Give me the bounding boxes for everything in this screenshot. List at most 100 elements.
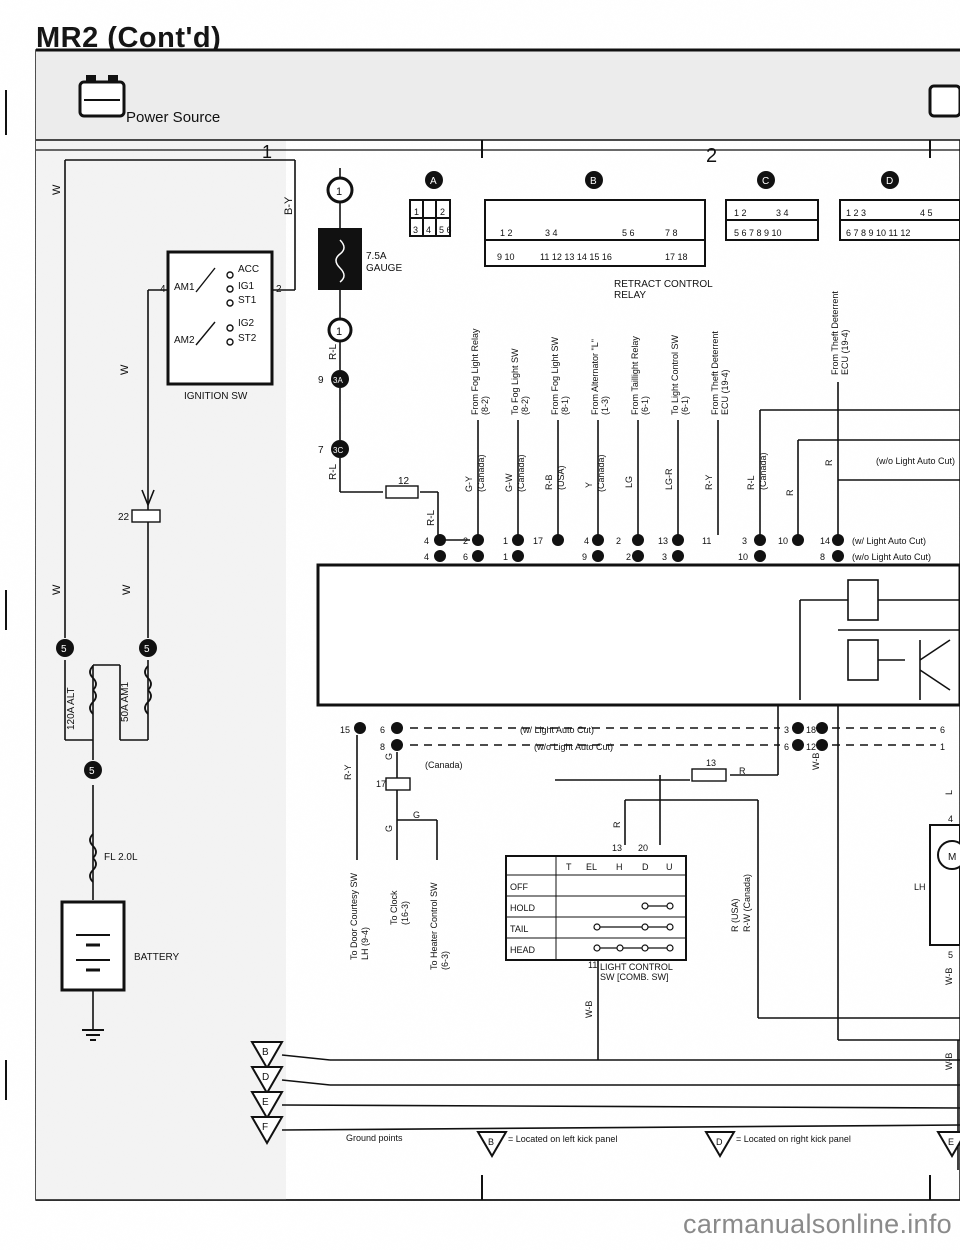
svg-text:(Canada): (Canada) bbox=[758, 452, 768, 490]
alt-link-label: 120A ALT bbox=[66, 687, 77, 730]
fl-fusible-link bbox=[89, 833, 97, 883]
connector-1-lower: 1 bbox=[327, 317, 353, 343]
connector-1-top: 1 bbox=[326, 176, 354, 204]
junction-connector-22 bbox=[131, 509, 161, 523]
svg-text:R-L: R-L bbox=[746, 475, 756, 490]
svg-text:D: D bbox=[262, 1072, 269, 1083]
svg-text:(Canada): (Canada) bbox=[476, 454, 486, 492]
svg-text:22: 22 bbox=[118, 512, 130, 523]
svg-text:Y: Y bbox=[584, 482, 594, 488]
svg-text:9: 9 bbox=[318, 375, 324, 386]
fuse-name: GAUGE bbox=[366, 263, 402, 274]
svg-text:8: 8 bbox=[380, 742, 385, 752]
svg-text:1 2 3: 1 2 3 bbox=[846, 208, 866, 218]
svg-text:1: 1 bbox=[336, 186, 342, 198]
battery-symbol bbox=[60, 900, 126, 992]
relay-title-line1: RETRACT CONTROL bbox=[614, 279, 713, 290]
svg-text:ECU (19-4): ECU (19-4) bbox=[720, 369, 730, 415]
bottom-destinations: To Door Courtesy SW LH (9-4) To Clock (1… bbox=[349, 872, 450, 970]
svg-text:4: 4 bbox=[426, 225, 431, 235]
switch-row-hold: HOLD bbox=[510, 903, 536, 913]
connector-housing-c bbox=[725, 199, 819, 241]
svg-text:17: 17 bbox=[533, 536, 543, 546]
am1-terminal-label: AM1 bbox=[174, 282, 195, 293]
svg-text:To Light Control SW: To Light Control SW bbox=[670, 334, 680, 415]
svg-text:14: 14 bbox=[820, 536, 830, 546]
svg-text:7 8: 7 8 bbox=[665, 228, 678, 238]
wire-color-w: W bbox=[51, 584, 63, 595]
svg-text:R-Y: R-Y bbox=[704, 475, 714, 491]
svg-text:B: B bbox=[590, 176, 597, 187]
svg-text:10: 10 bbox=[738, 552, 748, 562]
connector-3a: 3A bbox=[331, 370, 349, 388]
svg-text:W-B: W-B bbox=[811, 753, 821, 770]
svg-text:2: 2 bbox=[616, 536, 621, 546]
svg-text:From Alternator "L": From Alternator "L" bbox=[590, 339, 600, 415]
svg-text:R-W (Canada): R-W (Canada) bbox=[742, 874, 752, 932]
svg-text:3: 3 bbox=[662, 552, 667, 562]
switch-col-d: D bbox=[642, 862, 649, 872]
svg-text:10: 10 bbox=[778, 536, 788, 546]
svg-text:From Fog Light Relay: From Fog Light Relay bbox=[470, 328, 480, 415]
svg-text:12: 12 bbox=[806, 742, 816, 752]
svg-text:20: 20 bbox=[638, 843, 648, 853]
svg-text:From Fog Light SW: From Fog Light SW bbox=[550, 336, 560, 415]
svg-text:7: 7 bbox=[318, 445, 324, 456]
svg-text:4 5: 4 5 bbox=[920, 208, 933, 218]
svg-text:E: E bbox=[948, 1137, 954, 1147]
svg-text:1: 1 bbox=[503, 552, 508, 562]
svg-text:3C: 3C bbox=[333, 446, 343, 455]
svg-text:3: 3 bbox=[784, 725, 789, 735]
wire-color-w: W bbox=[51, 184, 63, 195]
watermark: carmanualsonline.info bbox=[683, 1209, 952, 1239]
svg-text:9: 9 bbox=[582, 552, 587, 562]
connector-3c: 3C bbox=[331, 440, 349, 458]
svg-text:R-B: R-B bbox=[544, 475, 554, 491]
svg-text:G: G bbox=[384, 753, 394, 760]
switch-col-el: EL bbox=[586, 862, 597, 872]
ground-points: B D E F Ground points B = Located on lef… bbox=[250, 1041, 960, 1158]
svg-text:R: R bbox=[612, 821, 622, 828]
svg-text:(6-3): (6-3) bbox=[440, 951, 450, 970]
svg-text:(Canada): (Canada) bbox=[596, 454, 606, 492]
svg-text:4: 4 bbox=[584, 536, 589, 546]
switch-row-tail: TAIL bbox=[510, 924, 528, 934]
switch-label-2: SW [COMB. SW] bbox=[600, 972, 669, 982]
svg-text:(8-2): (8-2) bbox=[480, 396, 490, 415]
svg-text:W-B: W-B bbox=[944, 968, 954, 985]
svg-text:W-B: W-B bbox=[584, 1001, 594, 1018]
power-source-label: Power Source bbox=[126, 109, 220, 126]
svg-text:LH: LH bbox=[914, 882, 926, 892]
svg-text:L: L bbox=[944, 790, 954, 795]
svg-text:2: 2 bbox=[626, 552, 631, 562]
wire-color-w: W bbox=[121, 584, 133, 595]
svg-text:D: D bbox=[716, 1137, 723, 1147]
ground-title: Ground points bbox=[346, 1133, 403, 1143]
alt-fusible-link bbox=[89, 665, 97, 715]
am2-terminal-label: AM2 bbox=[174, 335, 195, 346]
am1-fusible-link bbox=[144, 665, 152, 715]
svg-text:2: 2 bbox=[440, 207, 445, 217]
st2-terminal-label: ST2 bbox=[238, 333, 257, 344]
switch-label-1: LIGHT CONTROL bbox=[600, 962, 673, 972]
svg-text:(16-3): (16-3) bbox=[400, 901, 410, 925]
fl-link-label: FL 2.0L bbox=[104, 852, 138, 863]
section-number-2: 2 bbox=[706, 145, 717, 167]
svg-text:5 6: 5 6 bbox=[439, 225, 452, 235]
svg-text:From Taillight Relay: From Taillight Relay bbox=[630, 336, 640, 415]
signal-labels: From Fog Light Relay (8-2) To Fog Light … bbox=[470, 291, 850, 415]
svg-text:(8-1): (8-1) bbox=[560, 396, 570, 415]
svg-text:1: 1 bbox=[503, 536, 508, 546]
svg-text:From Theft Deterrent: From Theft Deterrent bbox=[710, 331, 720, 415]
svg-text:C: C bbox=[762, 176, 769, 187]
note-wo-auto-cut: (w/o Light Auto Cut) bbox=[876, 456, 955, 466]
svg-text:6: 6 bbox=[940, 725, 945, 735]
svg-text:R-Y: R-Y bbox=[343, 765, 353, 781]
svg-text:6 7 8 9 10 11 12: 6 7 8 9 10 11 12 bbox=[846, 228, 910, 238]
lower-wire-labels: R-Y G G G R R W-B W-B W-B W-B L R (USA) … bbox=[343, 753, 954, 1070]
st1-terminal-label: ST1 bbox=[238, 295, 257, 306]
svg-text:A: A bbox=[430, 176, 437, 187]
svg-text:To Heater Control SW: To Heater Control SW bbox=[429, 882, 439, 970]
